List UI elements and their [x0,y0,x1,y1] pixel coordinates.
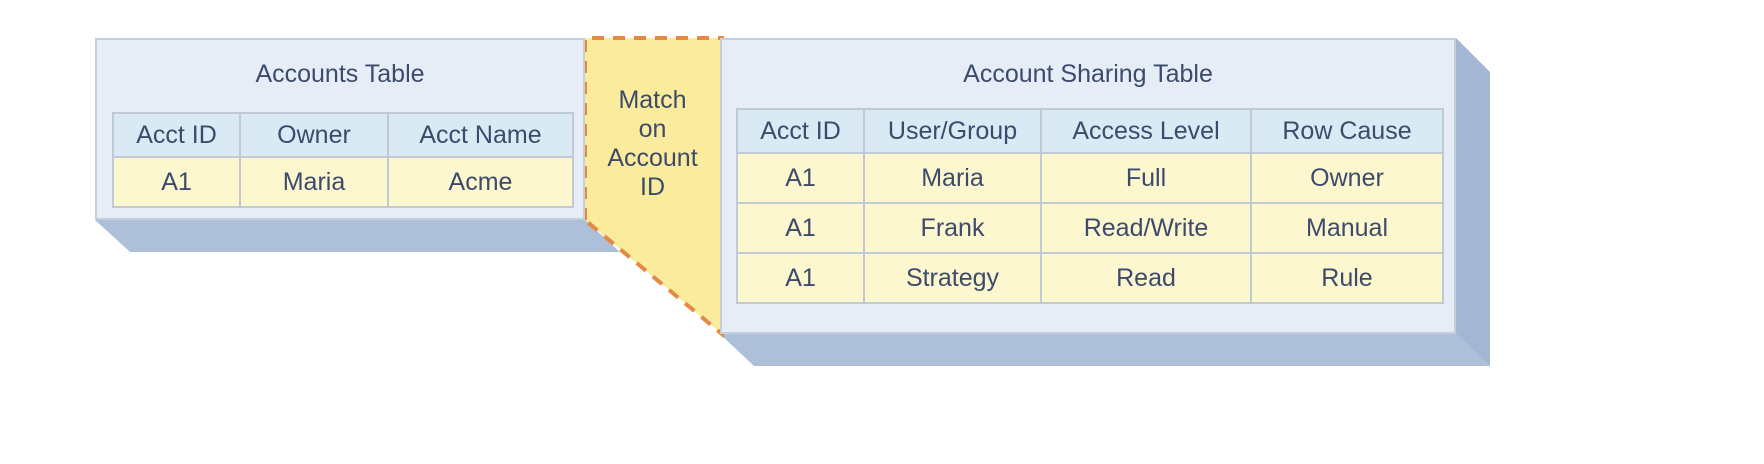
column-header: User/Group [863,108,1042,154]
table-cell: Read/Write [1040,202,1252,254]
table-cell: A1 [736,252,865,304]
match-label-line: ID [640,173,665,201]
match-label-line: on [638,115,667,143]
accounts-panel-shadow [95,220,620,252]
match-label-line: Account [607,144,698,172]
column-header: Acct ID [112,112,241,158]
table-cell: Rule [1250,252,1444,304]
table-header-row: Acct ID User/Group Access Level Row Caus… [736,108,1444,154]
table-cell: Full [1040,152,1252,204]
column-header: Acct Name [387,112,574,158]
column-header: Access Level [1040,108,1252,154]
table-cell: Maria [239,156,389,208]
table-row: A1 Frank Read/Write Manual [736,202,1444,254]
sharing-table-title: Account Sharing Table [963,60,1213,88]
sharing-panel-shadow-bottom [720,334,1490,366]
table-cell: Acme [387,156,574,208]
table-cell: Manual [1250,202,1444,254]
column-header: Acct ID [736,108,865,154]
table-cell: Frank [863,202,1042,254]
accounts-table-title: Accounts Table [255,60,425,88]
table-header-row: Acct ID Owner Acct Name [112,112,574,158]
table-cell: Read [1040,252,1252,304]
table-cell: Strategy [863,252,1042,304]
sharing-table: Acct ID User/Group Access Level Row Caus… [736,108,1444,304]
sharing-panel-shadow-right [1456,38,1490,366]
sharing-table-panel: Account Sharing Table Acct ID User/Group… [720,38,1456,334]
table-cell: Owner [1250,152,1444,204]
match-connector [585,38,722,334]
table-row: A1 Maria Full Owner [736,152,1444,204]
table-cell: Maria [863,152,1042,204]
table-cell: A1 [736,152,865,204]
column-header: Owner [239,112,389,158]
table-row: A1 Strategy Read Rule [736,252,1444,304]
match-label-line: Match [618,86,687,114]
column-header: Row Cause [1250,108,1444,154]
table-cell: A1 [736,202,865,254]
accounts-table-panel: Accounts Table Acct ID Owner Acct Name A… [95,38,585,220]
accounts-table: Acct ID Owner Acct Name A1 Maria Acme [112,112,574,208]
table-cell: A1 [112,156,241,208]
match-label: Match on Account ID [585,86,720,202]
table-row: A1 Maria Acme [112,156,574,208]
